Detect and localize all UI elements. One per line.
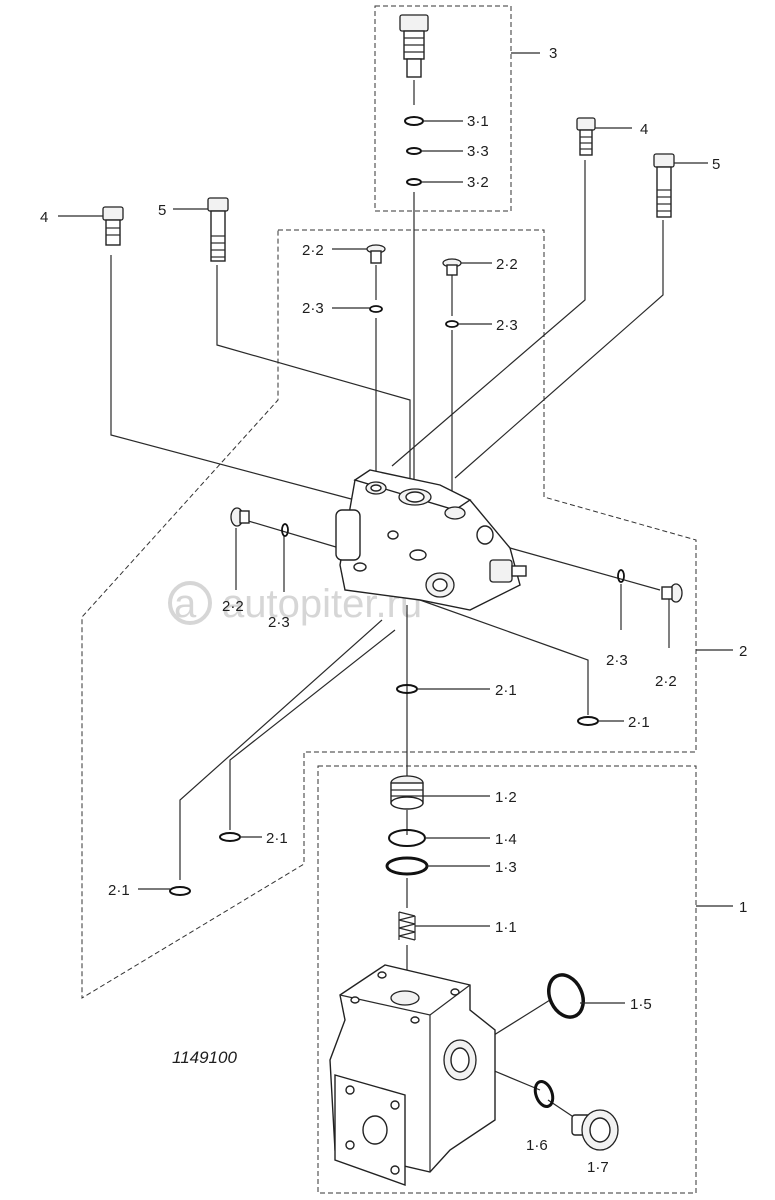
piston-1-2 (390, 775, 424, 810)
oring-2-1-c (219, 832, 241, 842)
assembly-lines (110, 80, 670, 1119)
callout-3: 3 (549, 45, 557, 62)
bolt-4-right (576, 117, 596, 156)
callout-1-3: 1·3 (495, 859, 517, 876)
oring-2-3-left (281, 523, 289, 537)
callout-4-left: 4 (40, 209, 48, 226)
callout-2-2-left: 2·2 (222, 598, 244, 615)
callout-4-right: 4 (640, 121, 648, 138)
plug-2-2-right (661, 583, 683, 603)
part-3-valve-cartridge (399, 14, 429, 78)
bolt-5-right (653, 153, 675, 218)
callout-2-3-top-left: 2·3 (302, 300, 324, 317)
plug-2-2-left (230, 507, 250, 527)
callout-1-1: 1·1 (495, 919, 517, 936)
oring-1-3 (385, 856, 429, 876)
callout-5-left: 5 (158, 202, 166, 219)
callout-1-4: 1·4 (495, 831, 517, 848)
group-2-boundary (81, 229, 697, 999)
valve-body-2 (335, 469, 527, 611)
callout-2-3-right: 2·3 (606, 652, 628, 669)
group-1-boundary (317, 765, 697, 1194)
callout-2-1-d: 2·1 (108, 882, 130, 899)
body-1 (329, 964, 496, 1186)
group-3-boundary (374, 5, 512, 212)
callout-1-2: 1·2 (495, 789, 517, 806)
callout-1-7: 1·7 (587, 1159, 609, 1176)
oring-3-1 (404, 116, 424, 126)
callout-3-3: 3·3 (467, 143, 489, 160)
plug-2-2-top-right (442, 258, 462, 276)
callout-5-right: 5 (712, 156, 720, 173)
oring-3-2 (406, 178, 422, 186)
callout-leaders (58, 52, 733, 1004)
callout-2-1-a: 2·1 (495, 682, 517, 699)
callout-3-1: 3·1 (467, 113, 489, 130)
callout-2-2-right: 2·2 (655, 673, 677, 690)
spring-1-1 (398, 911, 416, 941)
callout-labels: 3 3·1 3·3 3·2 4 5 4 5 2·2 2·2 2·3 2·3 2·… (40, 45, 747, 1176)
callout-2-1-b: 2·1 (628, 714, 650, 731)
oring-1-6 (533, 1079, 555, 1109)
oring-1-5 (547, 973, 585, 1019)
callout-2-2-top-left: 2·2 (302, 242, 324, 259)
plug-1-7 (571, 1109, 619, 1151)
oring-3-3 (406, 147, 422, 155)
callout-1: 1 (739, 899, 747, 916)
callout-2-1-c: 2·1 (266, 830, 288, 847)
callout-2-2-top-right: 2·2 (496, 256, 518, 273)
bolt-4-left (102, 206, 124, 246)
callout-3-2: 3·2 (467, 174, 489, 191)
svg-text:a: a (174, 582, 197, 626)
callout-1-6: 1·6 (526, 1137, 548, 1154)
plug-2-2-top-left (366, 244, 386, 264)
oring-2-1-d (169, 886, 191, 896)
oring-2-1-b (577, 716, 599, 726)
callout-2-3-top-right: 2·3 (496, 317, 518, 334)
callout-2-3-left: 2·3 (268, 614, 290, 631)
bolt-5-left (207, 197, 229, 262)
oring-2-3-top-right (445, 320, 459, 328)
oring-2-3-right (617, 569, 625, 583)
callout-2: 2 (739, 643, 747, 660)
drawing-code: 1149100 (172, 1048, 237, 1067)
oring-2-3-top-left (369, 305, 383, 313)
callout-1-5: 1·5 (630, 996, 652, 1013)
